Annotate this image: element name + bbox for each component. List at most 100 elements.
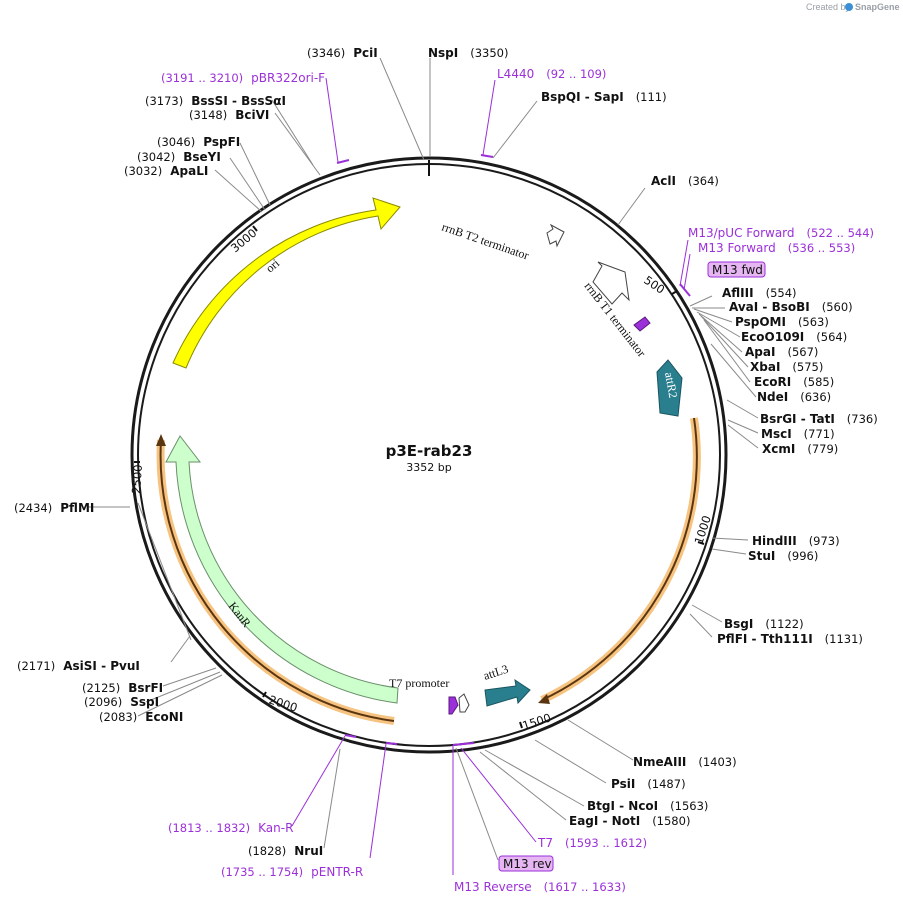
- lac-operator-arrow[interactable]: [458, 693, 470, 713]
- enzyme-label-apai: ApaI(567): [745, 345, 818, 359]
- primer-site-pentr-r[interactable]: (1735 .. 1754)pENTR-R: [221, 865, 363, 879]
- enzyme-site-pflmi[interactable]: (2434)PflMI: [14, 501, 94, 515]
- site-position: (564): [816, 330, 847, 344]
- primer-label-t7: T7(1593 .. 1612): [537, 836, 647, 850]
- site-position: (1617 .. 1633): [544, 880, 626, 894]
- primer-site-l4440[interactable]: L4440(92 .. 109): [497, 67, 606, 81]
- enzyme-site-bsgi[interactable]: BsgI(1122): [724, 617, 804, 631]
- enzyme-label-pspomi: PspOMI(563): [735, 315, 829, 329]
- enzyme-site-bcivi[interactable]: (3148)BciVI: [189, 108, 269, 122]
- enzyme-label-bcivi: (3148)BciVI: [189, 108, 269, 122]
- primer-site-t7[interactable]: T7(1593 .. 1612): [537, 836, 647, 850]
- enzyme-site-hindiii[interactable]: HindIII(973): [752, 534, 840, 548]
- site-name: EcoO109I: [741, 330, 804, 344]
- rrnb-t1-arrow-shape[interactable]: [592, 261, 630, 305]
- enzyme-site-sspi[interactable]: (2096)SspI: [84, 695, 159, 709]
- site-name: ApaLI: [170, 164, 208, 178]
- snapgene-credit: Created by SnapGene: [806, 2, 900, 12]
- enzyme-site-eagi-noti[interactable]: EagI - NotI(1580): [569, 814, 690, 828]
- feature-rrnb-t2[interactable]: rrnB T2 terminator: [440, 220, 565, 263]
- attr2-label: attR2: [662, 371, 680, 399]
- site-position: (585): [803, 375, 834, 389]
- enzyme-site-nspi[interactable]: NspI(3350): [428, 46, 509, 60]
- enzyme-site-bsrgi-tati[interactable]: BsrGI - TatI(736): [760, 412, 878, 426]
- site-position: (1122): [765, 617, 803, 631]
- attl3-arrow-shape[interactable]: [484, 678, 531, 707]
- site-position: (779): [807, 442, 838, 456]
- site-position: (3346): [307, 46, 345, 60]
- enzyme-site-xbai[interactable]: XbaI(575): [750, 360, 823, 374]
- rrnb-t2-arrow-shape[interactable]: [546, 223, 565, 248]
- m13-fwd-box[interactable]: M13 fwd: [707, 261, 766, 278]
- primer-site-m13-puc-forward[interactable]: M13/pUC Forward(522 .. 544): [688, 226, 874, 240]
- enzyme-site-asisi-pvui[interactable]: (2171)AsiSI - PvuI: [17, 659, 140, 673]
- orf-left[interactable]: [156, 434, 395, 725]
- plasmid-size: 3352 bp: [406, 461, 451, 474]
- enzyme-label-sspi: (2096)SspI: [84, 695, 159, 709]
- feature-ori[interactable]: ori: [172, 197, 401, 369]
- feature-rrnb-t1[interactable]: rrnB T1 terminator: [582, 261, 649, 360]
- orf-right[interactable]: [538, 417, 701, 704]
- site-position: (575): [792, 360, 823, 374]
- enzyme-site-pflfi-tth111i[interactable]: PflFI - Tth111I(1131): [717, 632, 863, 646]
- site-name: BtgI - NcoI: [587, 799, 658, 813]
- enzyme-site-bspqi-sapi[interactable]: BspQI - SapI(111): [541, 90, 667, 104]
- enzyme-site-avai-bsobi[interactable]: AvaI - BsoBI(560): [729, 300, 853, 314]
- enzyme-site-bsssi-bsss-i[interactable]: (3173)BssSI - BssSαI: [145, 94, 286, 108]
- primer-label-l4440: L4440(92 .. 109): [497, 67, 606, 81]
- enzyme-label-pcii: (3346) PciI: [307, 46, 378, 60]
- enzyme-site-nrui[interactable]: (1828)NruI: [248, 844, 323, 858]
- site-name: Kan-R: [258, 821, 293, 835]
- enzyme-label-ecoo109i: EcoO109I (564): [741, 330, 847, 344]
- enzyme-site-ndei[interactable]: NdeI(636): [757, 390, 831, 404]
- enzyme-site-bseyi[interactable]: (3042)BseYI: [137, 150, 221, 164]
- enzyme-site-pcii[interactable]: (3346) PciI: [307, 46, 378, 60]
- feature-kanr[interactable]: KanR: [165, 435, 399, 704]
- enzyme-site-pspomi[interactable]: PspOMI(563): [735, 315, 829, 329]
- site-position: (1403): [698, 755, 736, 769]
- enzyme-site-xcmi[interactable]: XcmI(779): [762, 442, 838, 456]
- enzyme-label-xbai: XbaI(575): [750, 360, 823, 374]
- enzyme-site-btgi-ncoi[interactable]: BtgI - NcoI (1563): [587, 799, 708, 813]
- enzyme-site-ecoo109i[interactable]: EcoO109I (564): [741, 330, 847, 344]
- enzyme-site-ecori[interactable]: EcoRI(585): [754, 375, 834, 389]
- enzyme-site-pspfi[interactable]: (3046)PspFI: [157, 135, 240, 149]
- ori-arrow-shape[interactable]: [172, 197, 401, 369]
- primer-site-m13-forward[interactable]: M13 Forward(536 .. 553): [698, 241, 855, 255]
- enzyme-label-bspqi-sapi: BspQI - SapI(111): [541, 90, 667, 104]
- primer-site-m13-reverse[interactable]: M13 Reverse(1617 .. 1633): [454, 880, 626, 894]
- enzyme-label-pflfi-tth111i: PflFI - Tth111I(1131): [717, 632, 863, 646]
- enzyme-site-apai[interactable]: ApaI(567): [745, 345, 818, 359]
- feature-attl3[interactable]: attL3: [482, 662, 531, 707]
- site-name: PciI: [353, 46, 378, 60]
- site-position: (1563): [670, 799, 708, 813]
- attr2-arrow-shape[interactable]: [656, 359, 683, 417]
- primer-site-kan-r[interactable]: (1813 .. 1832)Kan-R: [168, 821, 293, 835]
- enzyme-site-msci[interactable]: MscI(771): [761, 427, 835, 441]
- ruler-label-2500: 2500: [129, 464, 145, 494]
- feature-attr2[interactable]: attR2: [656, 359, 683, 417]
- kanr-arrow-shape[interactable]: [165, 435, 399, 704]
- site-name: PflMI: [60, 501, 94, 515]
- site-position: (636): [800, 390, 831, 404]
- enzyme-site-apali[interactable]: (3032)ApaLI: [124, 164, 208, 178]
- site-labels: (3346) PciI NspI(3350) (3191 .. 3210)pBR322…: [14, 46, 878, 894]
- site-position: (1828): [248, 844, 286, 858]
- enzyme-site-acli[interactable]: AclI(364): [651, 174, 719, 188]
- enzyme-site-psii[interactable]: PsiI(1487): [611, 777, 686, 791]
- m13-fwd-primer-arrow[interactable]: [633, 316, 651, 332]
- enzyme-label-hindiii: HindIII(973): [752, 534, 840, 548]
- enzyme-label-xcmi: XcmI(779): [762, 442, 838, 456]
- enzyme-site-bsrfi[interactable]: (2125)BsrFI: [82, 681, 163, 695]
- m13-rev-box-label: M13 rev: [503, 857, 552, 871]
- enzyme-site-nmeaiii[interactable]: NmeAIII(1403): [633, 755, 737, 769]
- site-position: (536 .. 553): [788, 241, 856, 255]
- enzyme-site-stui[interactable]: StuI(996): [748, 549, 818, 563]
- m13-rev-box[interactable]: M13 rev: [498, 855, 554, 872]
- site-name: PsiI: [611, 777, 635, 791]
- enzyme-site-afliii[interactable]: AflIII(554): [722, 286, 797, 300]
- enzyme-label-nrui: (1828)NruI: [248, 844, 323, 858]
- t7-promoter-arrow[interactable]: [448, 696, 459, 715]
- enzyme-site-econi[interactable]: (2083)EcoNI: [99, 710, 183, 724]
- primer-site-pbr322ori-f[interactable]: (3191 .. 3210)pBR322ori-F: [161, 71, 325, 85]
